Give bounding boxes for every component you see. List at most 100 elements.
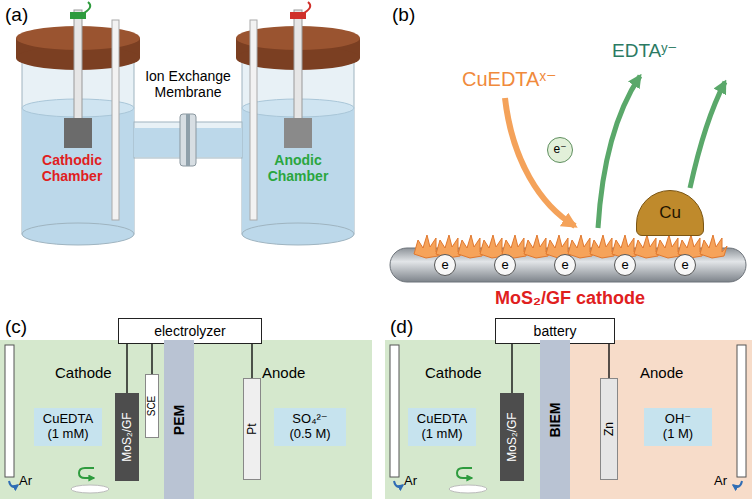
node-text: e <box>501 258 508 273</box>
electrode-plate <box>284 118 312 148</box>
gas-label: Ar <box>19 474 32 489</box>
electrode-bar: Zn <box>600 378 618 480</box>
electron-circle: e <box>554 254 576 276</box>
gas-inlet-tube <box>5 345 14 477</box>
node-text: e <box>441 258 448 273</box>
chamber-bottom <box>22 223 134 245</box>
electrode-cap <box>70 12 86 19</box>
membrane-clamp <box>180 114 196 166</box>
stirring-arrow <box>457 468 472 478</box>
gas-flow-arrow <box>9 481 18 487</box>
wire <box>126 344 127 393</box>
electron-circle: e <box>434 254 456 276</box>
region-label: Anode <box>640 364 683 381</box>
chamber-bottom <box>242 223 354 245</box>
chamber-label: Anodic Chamber <box>256 152 340 184</box>
panel-letter: (c) <box>5 316 27 338</box>
node-text: e <box>561 258 568 273</box>
wire <box>251 344 252 378</box>
copper-deposit: Cu <box>636 190 704 236</box>
node-text: Cu <box>659 203 681 223</box>
node-text: MoS₂/GF <box>121 412 133 461</box>
region-label: Cathode <box>425 364 482 381</box>
electrode-label: MoS₂/GF cathode <box>450 288 690 309</box>
electrode-rod <box>74 10 82 120</box>
node-text: (1 mM) <box>47 427 88 442</box>
node-text: e <box>681 258 688 273</box>
cathode-surface-illustration <box>390 76 746 282</box>
battery-cell-ground <box>385 340 752 499</box>
panel-letter: (a) <box>5 4 28 26</box>
species-label: EDTAʸ⁻ <box>612 40 677 62</box>
node-text: Pt <box>246 423 258 434</box>
chamber-label: Cathodic Chamber <box>30 152 114 184</box>
gas-inlet-tube <box>390 345 399 477</box>
wire <box>511 344 512 393</box>
gas-inlet-tube <box>737 345 746 477</box>
electrolyte-box: SO₄²⁻(0.5 M) <box>274 408 346 446</box>
membrane <box>186 114 190 166</box>
wire <box>608 344 609 378</box>
membrane-bar: BIEM <box>540 340 570 499</box>
electrolyzer-cell-ground <box>0 340 372 499</box>
gas-tube <box>112 20 119 220</box>
node-text: e⁻ <box>553 143 566 157</box>
electrode-plate <box>64 118 92 148</box>
electron-circle: e <box>674 254 696 276</box>
stir-bar <box>71 485 109 493</box>
node-text: Zn <box>603 422 615 436</box>
mos2-flake <box>700 235 727 258</box>
electrode-bar: Pt <box>243 378 261 480</box>
gas-tube <box>250 20 257 220</box>
node-text: PEM <box>172 404 186 434</box>
electron-circle: e <box>494 254 516 276</box>
species-label: CuEDTAˣ⁻ <box>462 68 557 91</box>
node-text: electrolyzer <box>154 323 226 339</box>
electrolyte-liquid <box>242 108 354 234</box>
cathode-ground <box>385 340 555 499</box>
gas-label: Ar <box>404 474 417 489</box>
electrode-rod <box>294 10 302 120</box>
electron-circle: e⁻ <box>547 137 573 163</box>
panel-letter: (d) <box>390 316 413 338</box>
node-text: (0.5 M) <box>289 427 330 442</box>
node-text: e <box>621 258 628 273</box>
gas-label: Ar <box>714 474 727 489</box>
stirring-arrow <box>79 468 94 478</box>
electrolyte-box: CuEDTA(1 mM) <box>408 408 476 446</box>
h-cell-illustration <box>16 2 360 245</box>
electrolyte-box: OH⁻(1 M) <box>644 408 712 446</box>
electrode-wire <box>84 2 90 13</box>
membrane-bar: PEM <box>164 340 194 499</box>
wire <box>151 344 152 374</box>
node-text: CuEDTA <box>417 412 467 427</box>
electrode-cap <box>290 12 306 19</box>
anode-ground <box>555 340 752 499</box>
electrolyte-box: CuEDTA(1 mM) <box>34 408 102 446</box>
node-text: BIEM <box>548 402 562 437</box>
membrane-label: Ion Exchange Membrane <box>138 68 238 100</box>
region-label: Cathode <box>55 364 112 381</box>
node-text: (1 mM) <box>421 427 462 442</box>
electrode-wire <box>304 2 310 13</box>
reference-electrode: SCE <box>145 374 159 438</box>
region-label: Anode <box>262 364 305 381</box>
gas-flow-arrow <box>394 481 403 487</box>
node-text: (1 M) <box>663 427 693 442</box>
node-text: SO₄²⁻ <box>292 412 327 427</box>
electrode-bar: MoS₂/GF <box>115 393 139 481</box>
gas-flow-arrow <box>733 481 742 487</box>
electrode-bar: MoS₂/GF <box>500 393 524 481</box>
cell-ground <box>0 340 372 499</box>
panel-letter: (b) <box>392 4 415 26</box>
node-text: CuEDTA <box>43 412 93 427</box>
cell-region: Cathode AnodeCuEDTA(1 mM) MoS₂/GF SCE PEM Pt S… <box>0 340 372 499</box>
node-text: SCE <box>147 396 157 417</box>
node-text: battery <box>534 323 577 339</box>
stir-bar <box>449 485 487 493</box>
release-arrow <box>598 76 640 228</box>
node-text: MoS₂/GF <box>506 412 518 461</box>
node-text: OH⁻ <box>665 412 691 427</box>
